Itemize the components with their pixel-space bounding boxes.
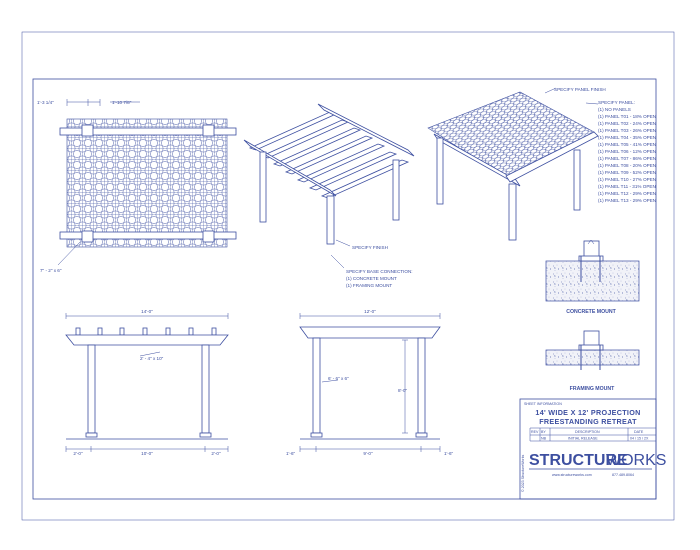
iso-post [259, 151, 267, 223]
side-dim-mid: 9'-0" [363, 451, 373, 456]
copyright-text: © 2023 StructureWorks [521, 454, 525, 492]
side-height-dim: 8'-0" [398, 388, 408, 393]
outer-border [21, 31, 675, 521]
panel-option: (1) PANEL T05 - 41% OPEN [598, 142, 656, 147]
front-dim-mid: 10'-0" [141, 451, 153, 456]
panel-option: (1) PANEL T11 - 31% OPEN [598, 184, 656, 189]
desc-value: INITIAL RELEASE [568, 437, 598, 441]
front-elevation: 14'-0" 2'-0" 10'-0" 2'-0" 2' - 4" x 10" [65, 309, 229, 456]
title-line-1: 14' WIDE X 12' PROJECTION [535, 408, 640, 417]
side-post-label: 6' - 6" x 6" [328, 376, 349, 381]
panel-option: (1) PANEL T07 - 86% OPEN [598, 156, 656, 161]
base-connection-title: SPECIFY BASE CONNECTION: [346, 269, 413, 274]
iso-frame-view: SPECIFY FINISH SPECIFY BASE CONNECTION: … [243, 103, 415, 288]
side-dim-right: 1'-6" [444, 451, 454, 456]
base-option: (1) CONCRETE MOUNT [346, 276, 397, 281]
col-desc: DESCRIPTION [575, 430, 600, 434]
plan-post [202, 124, 215, 137]
front-post-label: 2' - 4" x 10" [140, 356, 164, 361]
front-width-dim: 14'-0" [141, 309, 153, 314]
front-dim-right: 2'-0" [211, 451, 221, 456]
logo-works: WORKS [606, 452, 666, 469]
col-by: BY [541, 430, 546, 434]
sheet-info-label: SHEET INFORMATION [524, 402, 562, 406]
panel-option: (1) PANEL T09 - 52% OPEN [598, 170, 656, 175]
plan-post [81, 124, 94, 137]
col-rev: REV [531, 430, 539, 434]
specify-panel-finish: SPECIFY PANEL FINISH [554, 87, 606, 92]
website-text: www.structureworks.com [552, 473, 592, 477]
plan-view: 1'-3 1/4" 1'-10 7/8" 7" - 2" x 6" [37, 99, 237, 273]
plan-dim-right: 1'-10 7/8" [112, 100, 132, 105]
side-width-dim: 12'-0" [364, 309, 376, 314]
panel-option: (1) PANEL T01 - 18% OPEN [598, 114, 656, 119]
panel-option: (1) PANEL T12 - 29% OPEN [598, 191, 656, 196]
concrete-mount-label: CONCRETE MOUNT [566, 309, 616, 315]
panel-option: (1) PANEL T10 - 27% OPEN [598, 177, 656, 182]
panel-option: (1) PANEL T13 - 29% OPEN [598, 198, 656, 203]
panel-option: (1) NO PANELS [598, 107, 631, 112]
front-dim-left: 2'-0" [73, 451, 83, 456]
plan-lattice [66, 118, 228, 248]
plan-dim-left: 1'-3 1/4" [37, 100, 54, 105]
panel-option: (1) PANEL T04 - 35% OPEN [598, 135, 656, 140]
panel-option: (1) PANEL T02 - 24% OPEN [598, 121, 656, 126]
logo-structure: STRUCTURE [529, 452, 628, 469]
title-block: SHEET INFORMATION 14' WIDE X 12' PROJECT… [519, 398, 666, 500]
rev-value: NB [541, 437, 547, 441]
panel-option: (1) PANEL T08 - 20% OPEN [598, 163, 656, 168]
side-dim-left: 1'-6" [286, 451, 296, 456]
inner-border [32, 78, 657, 500]
plan-post [202, 230, 215, 243]
plan-post-label: 7" - 2" x 6" [40, 268, 62, 273]
iso-post [392, 159, 400, 221]
specify-finish-label: SPECIFY FINISH [352, 245, 388, 250]
phone-text: 877.489.8064 [612, 473, 634, 477]
col-date: DATE [634, 430, 644, 434]
framing-mount-label: FRAMING MOUNT [570, 386, 615, 392]
specify-panel-title: SPECIFY PANEL: [598, 100, 635, 105]
iso-panel-view: SPECIFY PANEL FINISH SPECIFY PANEL: (1) … [427, 87, 656, 241]
panel-option: (1) PANEL T06 - 12% OPEN [598, 149, 656, 154]
plan-post [81, 230, 94, 243]
title-line-2: FREESTANDING RETREAT [539, 417, 637, 426]
concrete-mount-detail: CONCRETE MOUNT [545, 239, 640, 315]
panel-option: (1) PANEL T03 - 26% OPEN [598, 128, 656, 133]
date-value: 04 / 15 / 2X [630, 437, 649, 441]
iso-post [326, 195, 335, 245]
side-elevation: 12'-0" 8'-0" 6' - 6" x 6" 1'-6" 9'-0" 1'… [286, 309, 454, 456]
framing-mount-detail: FRAMING MOUNT [545, 330, 640, 392]
base-option: (1) FRAMING MOUNT [346, 283, 392, 288]
